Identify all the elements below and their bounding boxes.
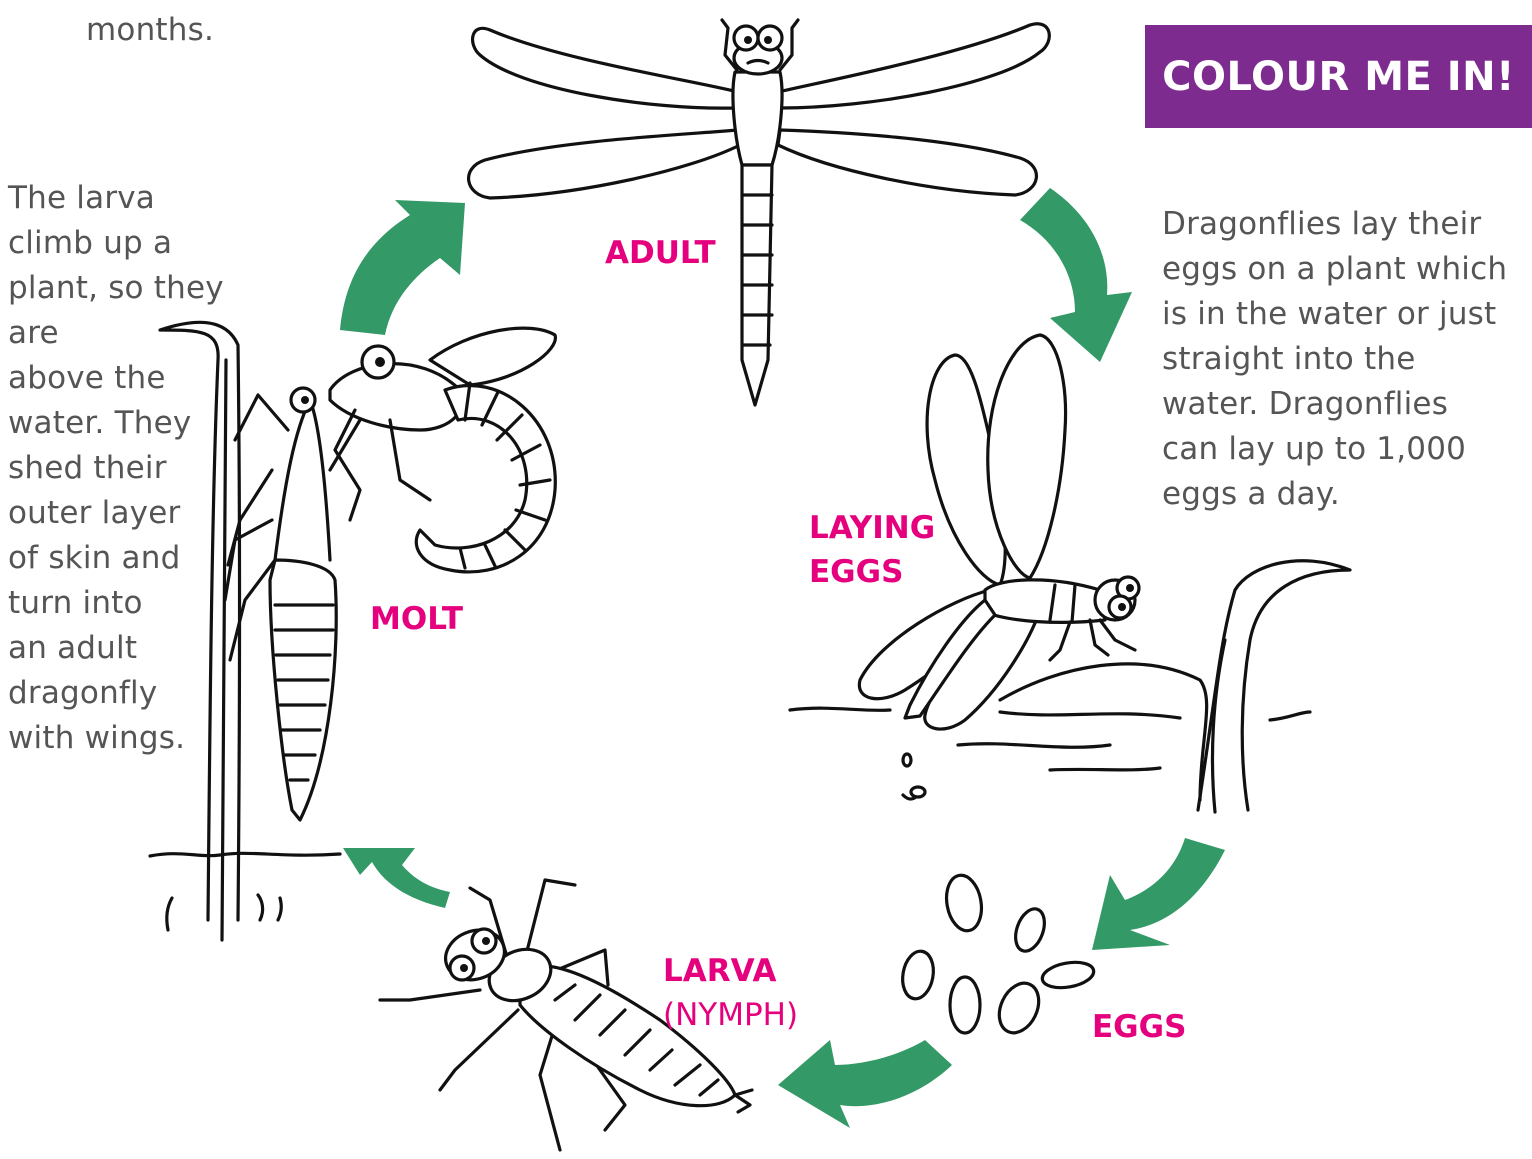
- text-line: turn into: [8, 581, 238, 626]
- laying-description: Dragonflies lay their eggs on a plant wh…: [1162, 202, 1527, 517]
- colour-me-in-banner: COLOUR ME IN!: [1145, 25, 1532, 128]
- cycle-arrow-icon: [778, 1040, 952, 1128]
- stage-label-eggs: EGGS: [1092, 1005, 1186, 1049]
- text-line: straight into the: [1162, 337, 1527, 382]
- molt-description: The larva climb up a plant, so they are …: [8, 176, 238, 761]
- text-line: are: [8, 311, 238, 356]
- dragonfly-adult-illustration: [469, 20, 1050, 405]
- text-line: with wings.: [8, 716, 238, 761]
- text-line: water. They: [8, 401, 238, 446]
- stage-label-line: LARVA: [663, 949, 798, 993]
- text-line: can lay up to 1,000: [1162, 427, 1527, 472]
- text-line: Dragonflies lay their: [1162, 202, 1527, 247]
- stage-label-line: LAYING: [809, 506, 935, 550]
- stage-label-adult: ADULT: [605, 231, 716, 275]
- text-line: eggs on a plant which: [1162, 247, 1527, 292]
- cycle-arrow-icon: [340, 200, 465, 335]
- stage-label-line: EGGS: [809, 550, 935, 594]
- text-line: outer layer: [8, 491, 238, 536]
- eggs-illustration: [899, 872, 1096, 1039]
- cycle-arrow-icon: [343, 848, 450, 908]
- text-line: above the: [8, 356, 238, 401]
- text-line: dragonfly: [8, 671, 238, 716]
- stage-label-molt: MOLT: [370, 597, 463, 641]
- text-line: climb up a: [8, 221, 238, 266]
- text-line: water. Dragonflies: [1162, 382, 1527, 427]
- stage-label-subline: (NYMPH): [663, 993, 798, 1037]
- text-line: of skin and: [8, 536, 238, 581]
- text-line: eggs a day.: [1162, 472, 1527, 517]
- cycle-arrow-icon: [1092, 838, 1225, 950]
- stage-label-laying-eggs: LAYING EGGS: [809, 506, 935, 594]
- text-line: plant, so they: [8, 266, 238, 311]
- text-line: is in the water or just: [1162, 292, 1527, 337]
- text-line: an adult: [8, 626, 238, 671]
- stage-label-larva: LARVA (NYMPH): [663, 949, 798, 1037]
- top-text-fragment: months.: [86, 8, 214, 53]
- text-line: The larva: [8, 176, 238, 221]
- text-line: shed their: [8, 446, 238, 491]
